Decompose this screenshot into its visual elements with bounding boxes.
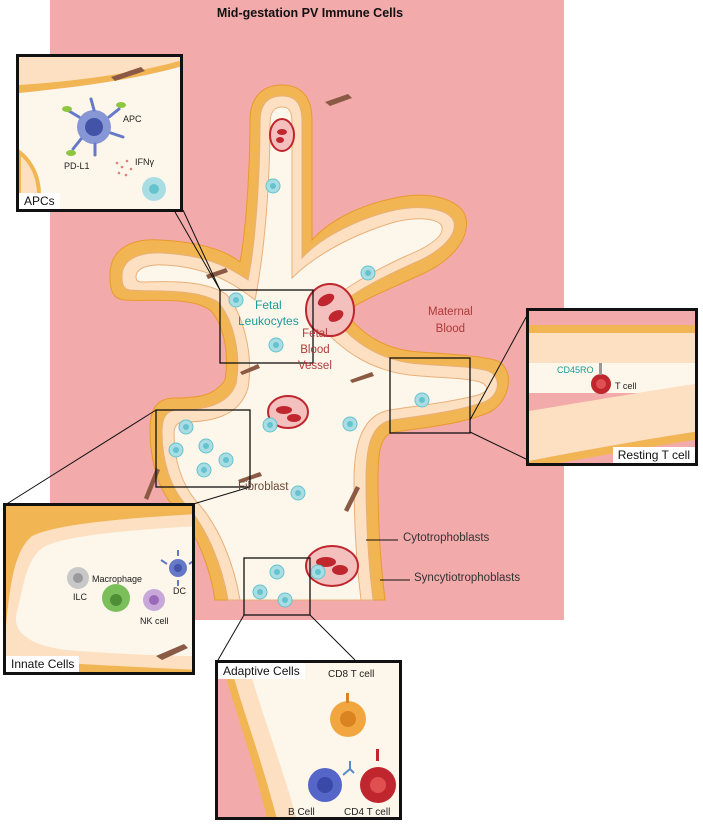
apc-label: APC [123, 114, 142, 124]
dc-cell [160, 550, 192, 586]
cytotrophoblasts-label: Cytotrophoblasts [403, 532, 490, 544]
t-cell [591, 363, 611, 394]
fetal-leukocytes-label: Fetal Leukocytes [238, 297, 299, 329]
inset-apcs: APC PD-L1 IFNγ APCs [16, 54, 183, 212]
maternal-line2: Blood [435, 323, 466, 335]
fibroblast-label: Fibroblast [238, 481, 289, 493]
apc-cell [62, 97, 126, 157]
ifn-gamma-dots [115, 159, 133, 177]
fetal-blood-line1: Fetal [302, 328, 328, 340]
syncytiotrophoblasts-label: Syncytiotrophoblasts [414, 572, 521, 584]
b-cell-label: B Cell [288, 807, 315, 818]
fetal-leukocytes [168, 178, 430, 608]
fetal-leukocytes-line1: Fetal [255, 298, 282, 312]
t-cell-label: T cell [615, 381, 637, 391]
fetal-leukocytes-line2: Leukocytes [238, 314, 299, 328]
cd45ro-label: CD45RO [557, 365, 594, 375]
cd8-t-cell-label: CD8 T cell [328, 669, 375, 680]
maternal-blood-label: Maternal Blood [428, 304, 473, 338]
dc-label: DC [173, 586, 186, 596]
diagram-title: Mid-gestation PV Immune Cells [216, 6, 404, 20]
inset-adaptive-cells: CD8 T cell B Cell CD4 T cell Adaptive Ce… [215, 660, 402, 820]
innate-cells-illustration [6, 506, 192, 672]
macrophage-label: Macrophage [92, 574, 143, 584]
innate-cells-tag: Innate Cells [6, 656, 80, 672]
zoom-boxes [155, 289, 471, 616]
adaptive-cells-illustration [218, 663, 399, 817]
resting-t-cell-tag: Resting T cell [612, 447, 695, 463]
fetal-blood-line3: Vessel [298, 360, 332, 372]
zoom-box-adaptive [243, 557, 311, 616]
inset-innate-cells: ILC Macrophage DC NK cell Innate Cells [3, 503, 195, 675]
pdl1-label: PD-L1 [64, 161, 90, 171]
maternal-line1: Maternal [428, 306, 473, 318]
connector-lines [4, 209, 531, 661]
zoom-box-innate [155, 409, 251, 488]
adaptive-cells-tag: Adaptive Cells [218, 663, 305, 679]
cd4-t-cell-label: CD4 T cell [344, 807, 391, 818]
apcs-illustration [19, 57, 180, 209]
zoom-box-apcs [219, 289, 314, 364]
apcs-tag: APCs [19, 193, 60, 209]
inset-resting-t-cell: CD45RO T cell Resting T cell [526, 308, 698, 466]
red-blood-cells [276, 129, 348, 575]
resting-t-cell-illustration [529, 311, 695, 463]
nk-cell-label: NK cell [140, 616, 169, 626]
leukocyte-nuclei [173, 183, 425, 603]
zoom-box-resting [389, 357, 471, 434]
ifn-gamma-label: IFNγ [135, 157, 154, 167]
fetal-blood-line2: Blood [300, 344, 330, 356]
ilc-label: ILC [73, 592, 88, 602]
fetal-blood-vessel-label: Fetal Blood Vessel [298, 326, 332, 374]
